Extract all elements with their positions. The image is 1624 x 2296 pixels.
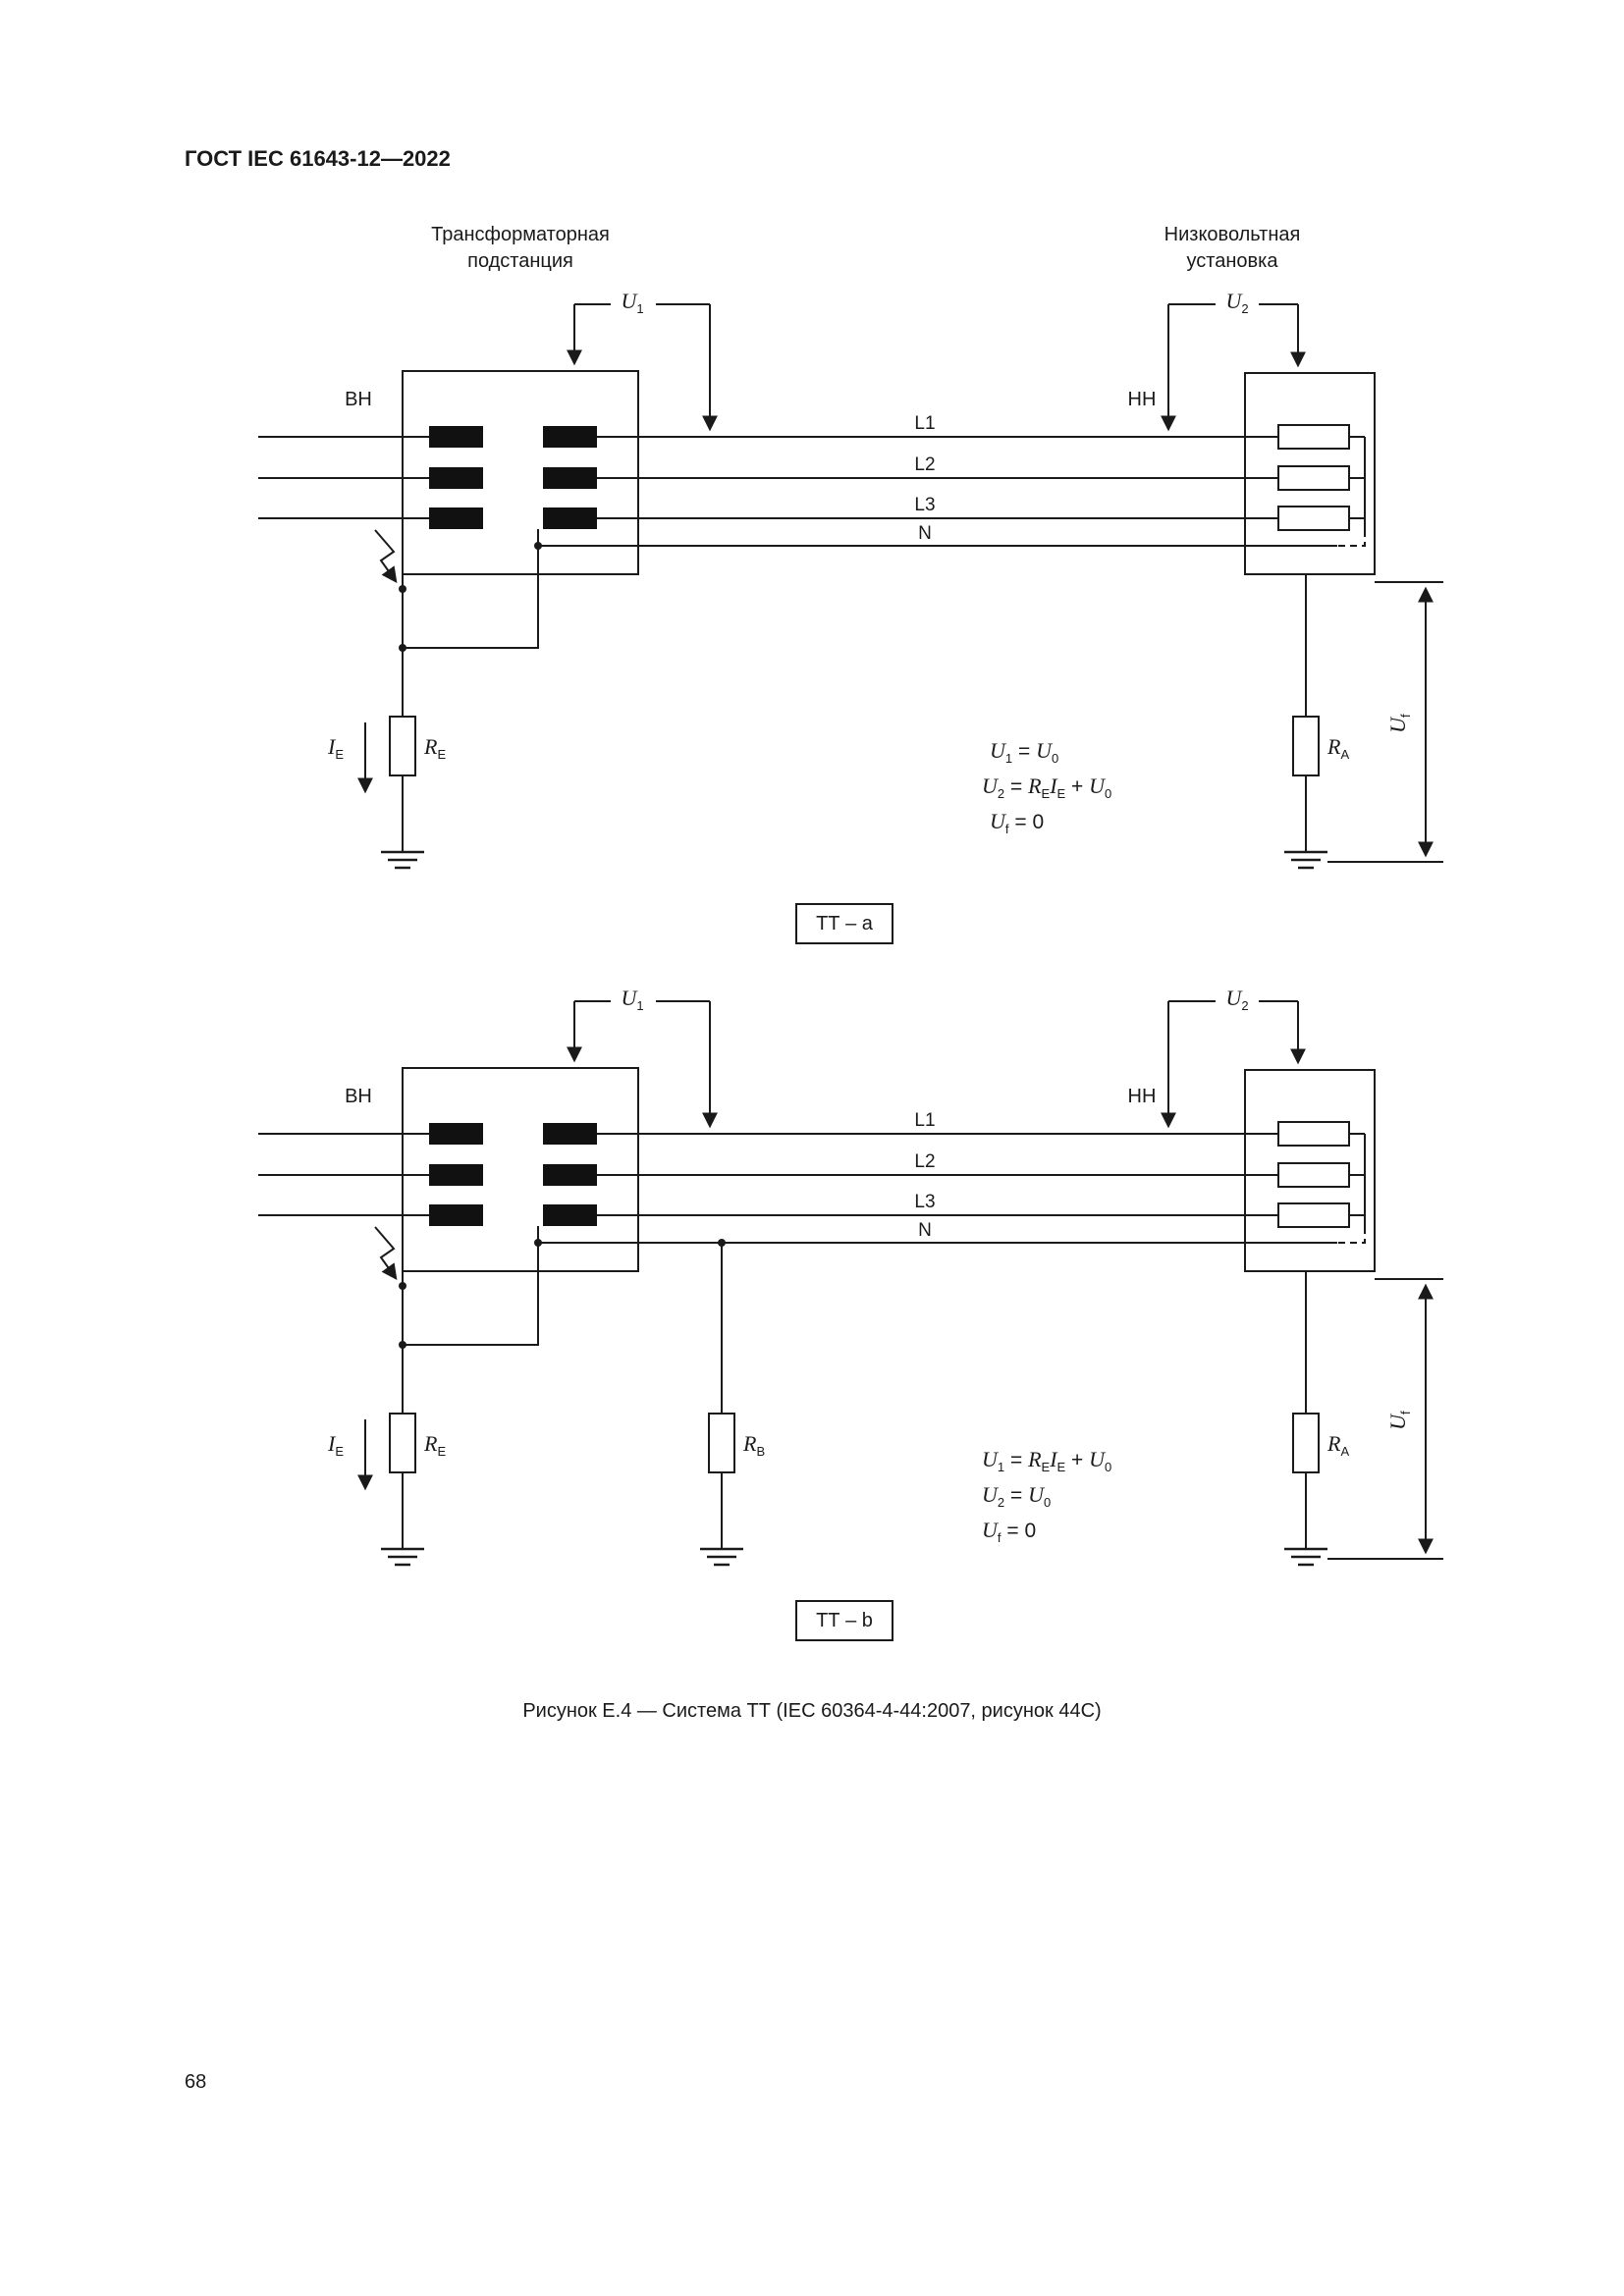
installation-label: Низковольтная установка xyxy=(1164,224,1301,272)
l2-label-b: L2 xyxy=(914,1151,936,1172)
uf-label-a: Uf xyxy=(1384,714,1414,733)
tt-a-tag: ТТ – a xyxy=(795,903,893,944)
diagram-tt-a xyxy=(258,304,1443,868)
lv-label-a: НН xyxy=(1127,389,1157,410)
ie-label-b: IE xyxy=(328,1431,344,1460)
u1-label-b: U1 xyxy=(621,986,644,1014)
ra-label-a: RA xyxy=(1327,734,1350,763)
page-number: 68 xyxy=(185,2071,207,2093)
n-label-a: N xyxy=(918,523,932,544)
re-label-a: RE xyxy=(424,734,447,763)
hv-label-b: ВН xyxy=(345,1086,372,1107)
rb-branch xyxy=(718,1239,726,1549)
l1-label-b: L1 xyxy=(914,1110,936,1131)
resistor-rb xyxy=(708,1413,735,1473)
l2-label-a: L2 xyxy=(914,454,936,475)
equation-a-1: U1 = U0 xyxy=(990,738,1059,767)
ie-label-a: IE xyxy=(328,734,344,763)
l3-label-a: L3 xyxy=(914,495,936,515)
ra-label-b: RA xyxy=(1327,1431,1350,1460)
equation-a-2: U2 = REIE + U0 xyxy=(982,774,1112,802)
l1-label-a: L1 xyxy=(914,413,936,434)
re-label-b: RE xyxy=(424,1431,447,1460)
l3-label-b: L3 xyxy=(914,1192,936,1212)
substation-label: Трансформаторная подстанция xyxy=(431,224,610,272)
u1-label-a: U1 xyxy=(621,289,644,317)
uf-label-b: Uf xyxy=(1384,1411,1414,1430)
hv-label-a: ВН xyxy=(345,389,372,410)
n-label-b: N xyxy=(918,1220,932,1241)
diagram-tt-b xyxy=(258,1001,1443,1565)
equation-a-3: Uf = 0 xyxy=(990,809,1045,837)
u2-label-a: U2 xyxy=(1225,289,1249,317)
lv-label-b: НН xyxy=(1127,1086,1157,1107)
tt-b-tag: ТТ – b xyxy=(795,1600,893,1641)
equation-b-3: Uf = 0 xyxy=(982,1518,1037,1546)
u2-label-b: U2 xyxy=(1225,986,1249,1014)
equation-b-1: U1 = REIE + U0 xyxy=(982,1447,1112,1475)
figure-caption: Рисунок Е.4 — Система ТТ (IEC 60364-4-44… xyxy=(522,1700,1102,1722)
ground-rb-icon xyxy=(698,1547,745,1567)
tt-b-tag-label: ТТ – b xyxy=(816,1609,873,1631)
tt-a-tag-label: ТТ – a xyxy=(816,912,873,934)
equation-b-2: U2 = U0 xyxy=(982,1482,1052,1511)
rb-label-b: RB xyxy=(743,1431,766,1460)
document-header: ГОСТ IEC 61643-12—2022 xyxy=(185,146,451,171)
